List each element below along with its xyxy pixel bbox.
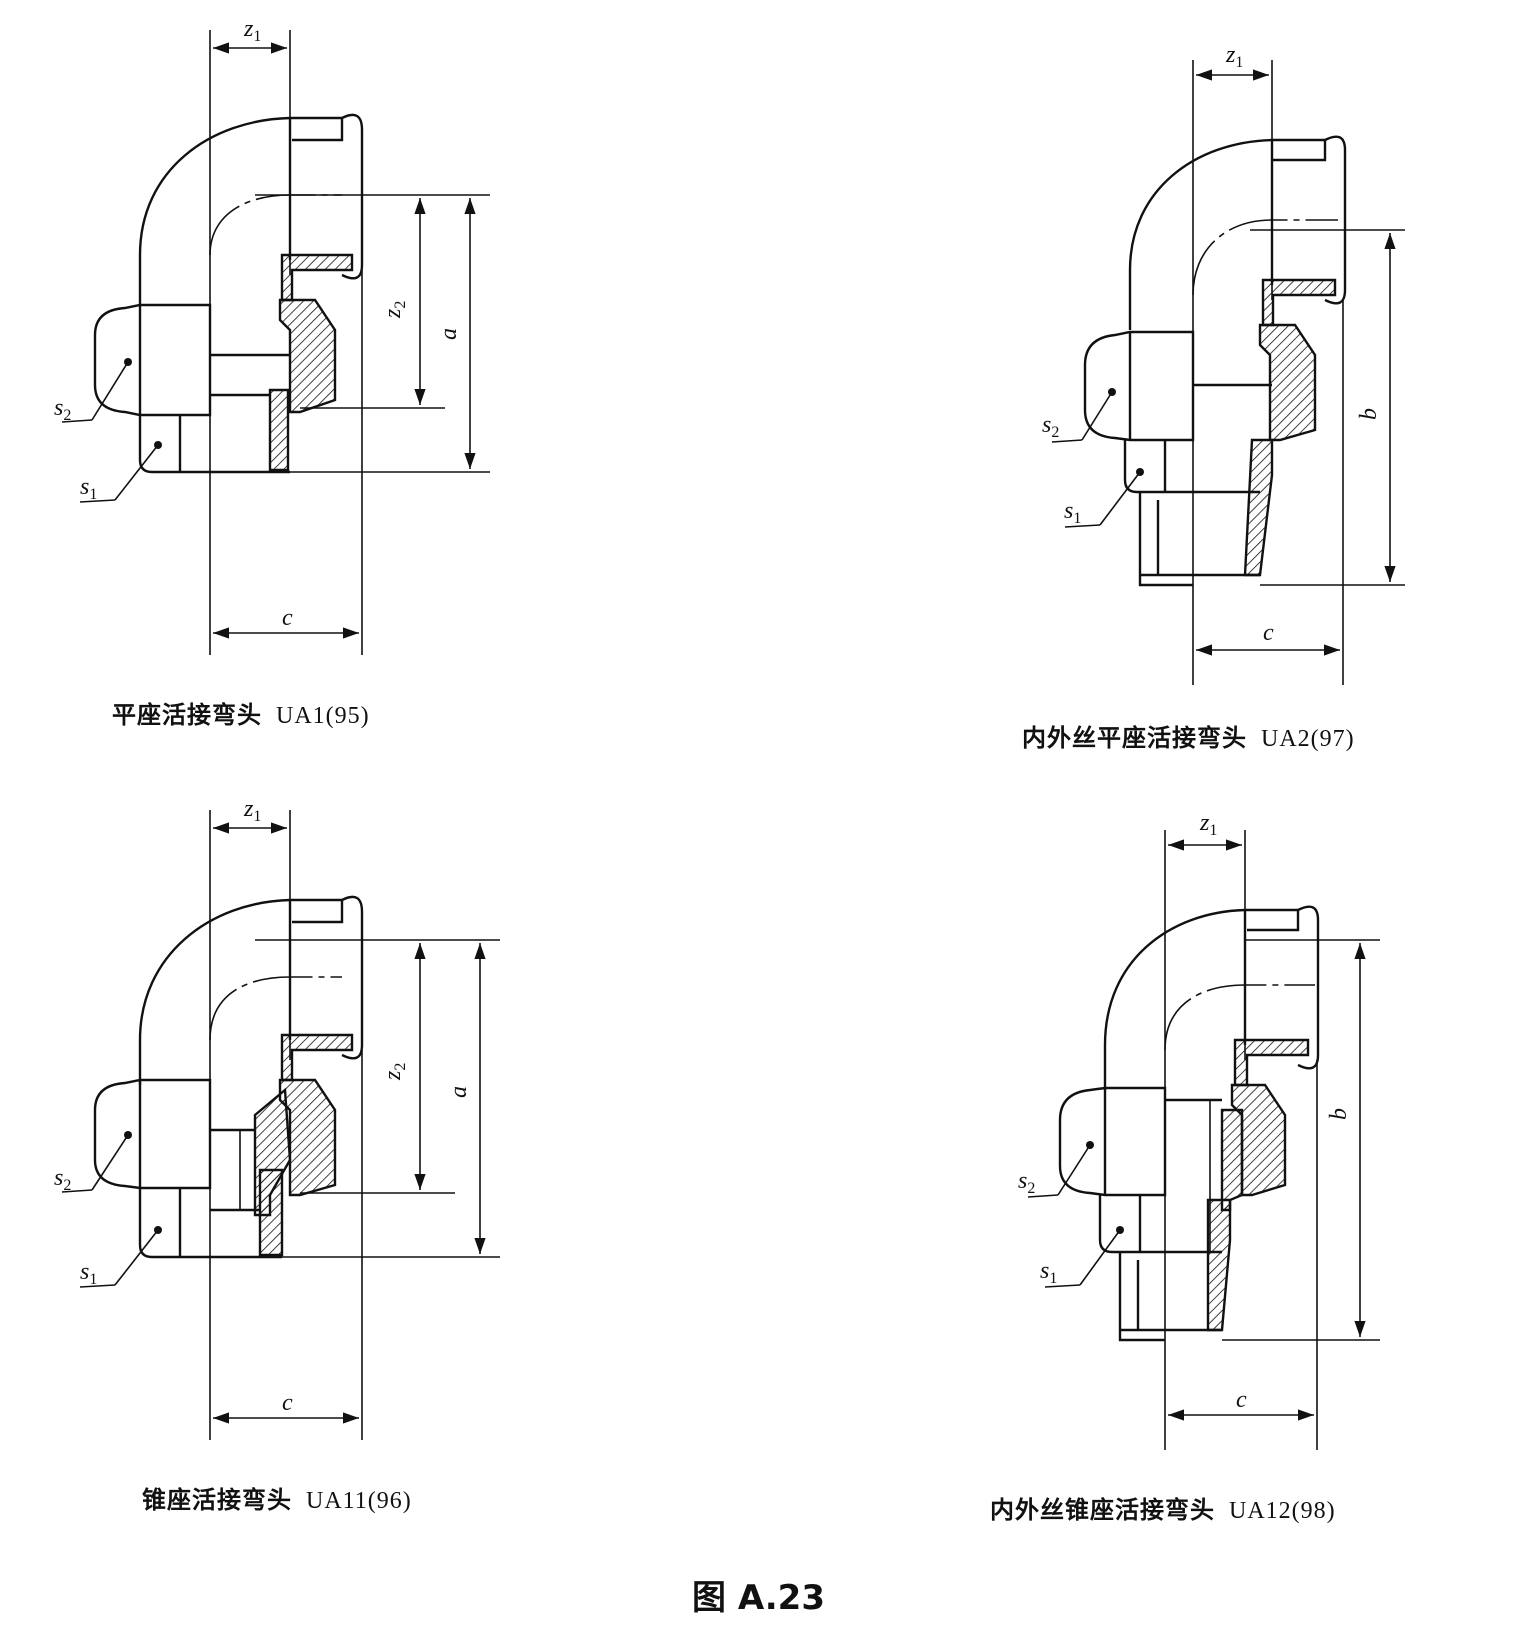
diagram-ua12: z1 b c s2 s1 <box>1018 810 1380 1450</box>
a-label: a <box>446 1086 472 1098</box>
b-label: b <box>1326 1108 1352 1120</box>
diagram-ua2: z1 b c s2 s1 <box>1042 42 1405 685</box>
z2-label: z2 <box>380 1063 409 1081</box>
figure-title: 图 A.23 <box>691 1578 825 1618</box>
z1-label: z1 <box>243 16 261 45</box>
z2-label: z2 <box>380 301 409 319</box>
diagram-ua11: z1 z2 a c s2 s1 <box>54 796 500 1440</box>
b-label: b <box>1356 408 1382 420</box>
s1-label: s1 <box>1064 498 1081 527</box>
s2-label: s2 <box>1018 1168 1035 1197</box>
z1-label: z1 <box>1225 42 1243 71</box>
s1-label: s1 <box>80 474 97 503</box>
diagram-ua1: z1 z2 a c s2 s1 <box>54 16 490 655</box>
s2-label: s2 <box>1042 412 1059 441</box>
c-label: c <box>1236 1387 1247 1413</box>
s1-label: s1 <box>1040 1258 1057 1287</box>
z1-label: z1 <box>243 796 261 825</box>
c-label: c <box>282 605 293 631</box>
s2-label: s2 <box>54 395 71 424</box>
s2-label: s2 <box>54 1165 71 1194</box>
z1-label: z1 <box>1199 810 1217 839</box>
c-label: c <box>282 1390 293 1416</box>
a-label: a <box>436 328 462 340</box>
c-label: c <box>1263 620 1274 646</box>
s1-label: s1 <box>80 1259 97 1288</box>
